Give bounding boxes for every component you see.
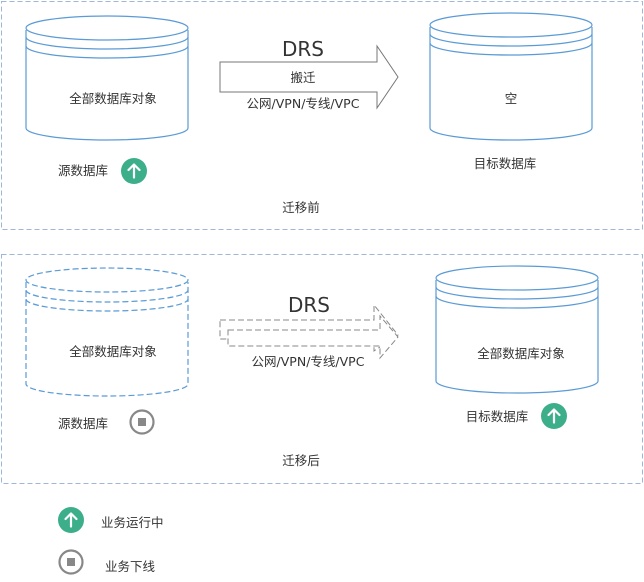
offline-stop-icon	[129, 409, 155, 435]
before-arrow-network: 公网/VPN/专线/VPC	[247, 96, 360, 111]
before-panel	[1, 1, 643, 230]
legend-offline-label: 业务下线	[105, 559, 156, 574]
before-target-db-content: 空	[505, 91, 518, 106]
before-source-db-label: 源数据库	[58, 163, 108, 178]
after-panel	[1, 254, 643, 484]
legend: 业务运行中 业务下线	[58, 507, 164, 575]
before-migration-arrow	[219, 44, 399, 110]
after-target-db-cylinder	[435, 265, 599, 394]
running-arrow-up-icon	[58, 507, 84, 533]
after-source-db-content: 全部数据库对象	[69, 344, 157, 359]
after-target-db-label: 目标数据库	[466, 409, 529, 424]
after-arrow-network: 公网/VPN/专线/VPC	[252, 354, 365, 369]
before-source-db-cylinder	[25, 15, 189, 141]
after-target-db-content: 全部数据库对象	[477, 346, 565, 361]
after-migration-arrow	[219, 303, 399, 360]
legend-running-label: 业务运行中	[101, 515, 164, 530]
running-arrow-up-icon	[121, 158, 147, 184]
after-caption: 迁移后	[282, 453, 320, 468]
after-source-db-cylinder	[25, 267, 189, 397]
before-source-db-content: 全部数据库对象	[69, 91, 157, 106]
running-arrow-up-icon	[541, 403, 567, 429]
before-caption: 迁移前	[282, 200, 320, 215]
before-arrow-action: 搬迁	[290, 70, 316, 85]
before-arrow-title: DRS	[282, 37, 324, 61]
after-arrow-title: DRS	[288, 293, 330, 317]
offline-stop-icon	[58, 549, 84, 575]
before-target-db-cylinder	[429, 12, 593, 141]
after-source-db-label: 源数据库	[58, 416, 108, 431]
before-target-db-label: 目标数据库	[474, 156, 537, 171]
